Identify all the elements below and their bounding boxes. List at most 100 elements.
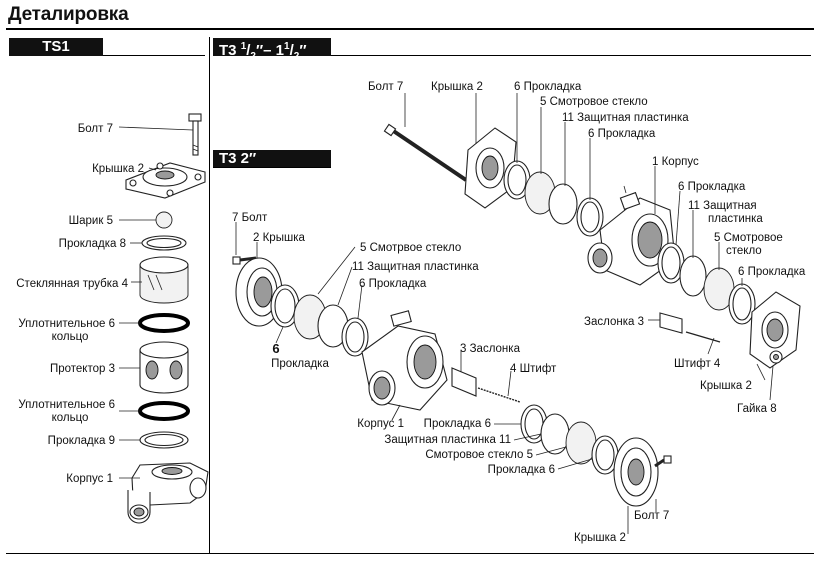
t3s-label-glass-b: 5 Смотровое — [714, 232, 783, 244]
t3s-label-nut: Гайка 8 — [737, 403, 777, 415]
t32-label-cover-b: Крышка 2 — [574, 532, 626, 544]
t3s-label-shield-a: 11 Защитная пластинка — [562, 112, 689, 124]
t3-2-header-rule — [213, 167, 331, 168]
t32-label-shield: 11 Защитная пластинка — [352, 261, 479, 273]
t3s-label-bolt: Болт 7 — [368, 81, 403, 93]
t3s-shield-b — [679, 255, 707, 297]
t32-label-cover: 2 Крышка — [253, 232, 305, 244]
t32-label-flap: 3 Заслонка — [460, 343, 521, 355]
ts1-label-protector: Протектор 3 — [50, 363, 115, 375]
ts1-label-bolt: Болт 7 — [78, 123, 113, 135]
ts1-label-body: Корпус 1 — [66, 473, 113, 485]
t32-label-bolt-b: Болт 7 — [634, 510, 669, 522]
ts1-label-o-ring-1: Уплотнительное 6 — [18, 318, 115, 330]
ts1-label-o-ring-1-line2: кольцо — [52, 331, 89, 343]
t3s-leaders — [404, 93, 774, 401]
t32-label-gasket-c: Прокладка 6 — [424, 418, 491, 430]
t32-label-bolt: 7 Болт — [232, 212, 268, 224]
t32-label-gasket-b: Прокладка — [271, 358, 329, 370]
t3s-gasket-d — [728, 283, 756, 325]
t32-label-glass-b: Смотровое стекло 5 — [425, 449, 533, 461]
t32-gasket-a — [270, 284, 300, 328]
ts1-label-cover: Крышка 2 — [92, 163, 144, 175]
t3s-flap — [659, 312, 683, 334]
t3s-cover-b — [749, 291, 801, 369]
ts1-ball — [155, 211, 173, 229]
ts1-label-ball: Шарик 5 — [69, 215, 113, 227]
ts1-glass-tube — [139, 256, 189, 304]
t3-2-tag-text: T3 2″ — [219, 150, 257, 167]
t32-label-gasket-a: 6 Прокладка — [359, 278, 427, 290]
page-title: Деталировка — [8, 4, 129, 25]
t32-leaders — [235, 222, 657, 534]
ts1-gasket-9 — [139, 431, 189, 449]
ts1-tag-text: TS1 — [42, 38, 70, 55]
t3s-label-body: 1 Корпус — [652, 156, 699, 168]
t3s-label-gasket-b: 6 Прокладка — [588, 128, 656, 140]
t32-bolt-b — [654, 455, 672, 468]
ts1-o-ring-2 — [138, 401, 190, 421]
bottom-rule — [6, 553, 814, 554]
t3s-nut — [769, 350, 783, 364]
ts1-label-gasket-8: Прокладка 8 — [59, 238, 126, 250]
t32-label-pin: 4 Штифт — [510, 363, 557, 375]
t3s-pin — [685, 331, 721, 343]
t3-small-tag: T3 1/2″– 11/2″ — [213, 38, 331, 62]
t3-small-tag-d: 2 — [250, 51, 256, 62]
t32-bolt — [232, 256, 257, 265]
t32-label-shield-b: Защитная пластинка 11 — [384, 434, 511, 446]
t3s-gasket-b — [576, 197, 604, 237]
ts1-o-ring-1 — [138, 313, 190, 333]
ts1-label-o-ring-2-line2: кольцо — [52, 412, 89, 424]
t3s-label-gasket-c: 6 Прокладка — [678, 181, 746, 193]
t3s-label-gasket-a: 6 Прокладка — [514, 81, 582, 93]
t3s-label-flap: Заслонка 3 — [584, 316, 644, 328]
ts1-gasket-8 — [141, 235, 187, 251]
t3s-gasket-c — [657, 242, 685, 284]
ts1-protector — [139, 341, 189, 394]
ts1-cover — [125, 162, 206, 199]
t32-label-body: Корпус 1 — [357, 418, 404, 430]
t3s-cover — [464, 127, 517, 209]
t32-gasket-c — [520, 404, 548, 444]
t3s-label-glass-a: 5 Смотровое стекло — [540, 96, 648, 108]
t3s-bolt — [383, 123, 468, 182]
t32-label-gasket-b-num: 6 — [272, 341, 279, 356]
title-underline — [6, 28, 814, 30]
t3s-label-shield-b: 11 Защитная — [688, 200, 757, 212]
t32-label-gasket-d: Прокладка 6 — [488, 464, 555, 476]
t3s-label-glass-b-line2: стекло — [726, 245, 762, 257]
t32-label-glass: 5 Смотрвое стекло — [360, 242, 461, 254]
t3-2-tag: T3 2″ — [213, 150, 331, 168]
t3s-shield-a — [548, 183, 578, 225]
t32-shield-b — [540, 413, 570, 455]
ts1-bolt — [188, 113, 202, 156]
t3s-label-cover-b: Крышка 2 — [700, 380, 752, 392]
ts1-body — [127, 462, 209, 524]
t3-small-tag-b: 1 — [240, 41, 247, 52]
t3-small-tag-e: ″– 1 — [255, 42, 285, 59]
t32-pin — [477, 387, 521, 403]
ts1-tag: TS1 — [9, 38, 103, 56]
ts1-label-o-ring-2: Уплотнительное 6 — [18, 399, 115, 411]
t32-flap — [451, 367, 477, 397]
t3s-body — [587, 185, 676, 286]
ts1-header-rule — [9, 55, 205, 56]
t3s-label-pin: Штифт 4 — [674, 358, 721, 370]
t3-small-header-rule — [213, 55, 811, 56]
t3s-label-shield-b-line2: пластинка — [708, 213, 763, 225]
t3-small-tag-i: ″ — [299, 42, 307, 59]
t32-cover-b — [613, 437, 659, 507]
ts1-label-gasket-9: Прокладка 9 — [48, 435, 115, 447]
t3s-label-gasket-d: 6 Прокладка — [738, 266, 806, 278]
t3-small-tag-f: 1 — [284, 41, 290, 52]
ts1-leaders — [118, 126, 194, 479]
t3-small-tag-c: / — [246, 42, 251, 59]
t32-gasket-b — [341, 317, 369, 357]
t32-body — [361, 310, 448, 411]
section-divider — [209, 37, 210, 553]
ts1-label-glass-tube: Стеклянная трубка 4 — [16, 278, 128, 290]
t32-glass-b — [565, 421, 597, 465]
t3-small-tag-g: / — [289, 42, 294, 59]
